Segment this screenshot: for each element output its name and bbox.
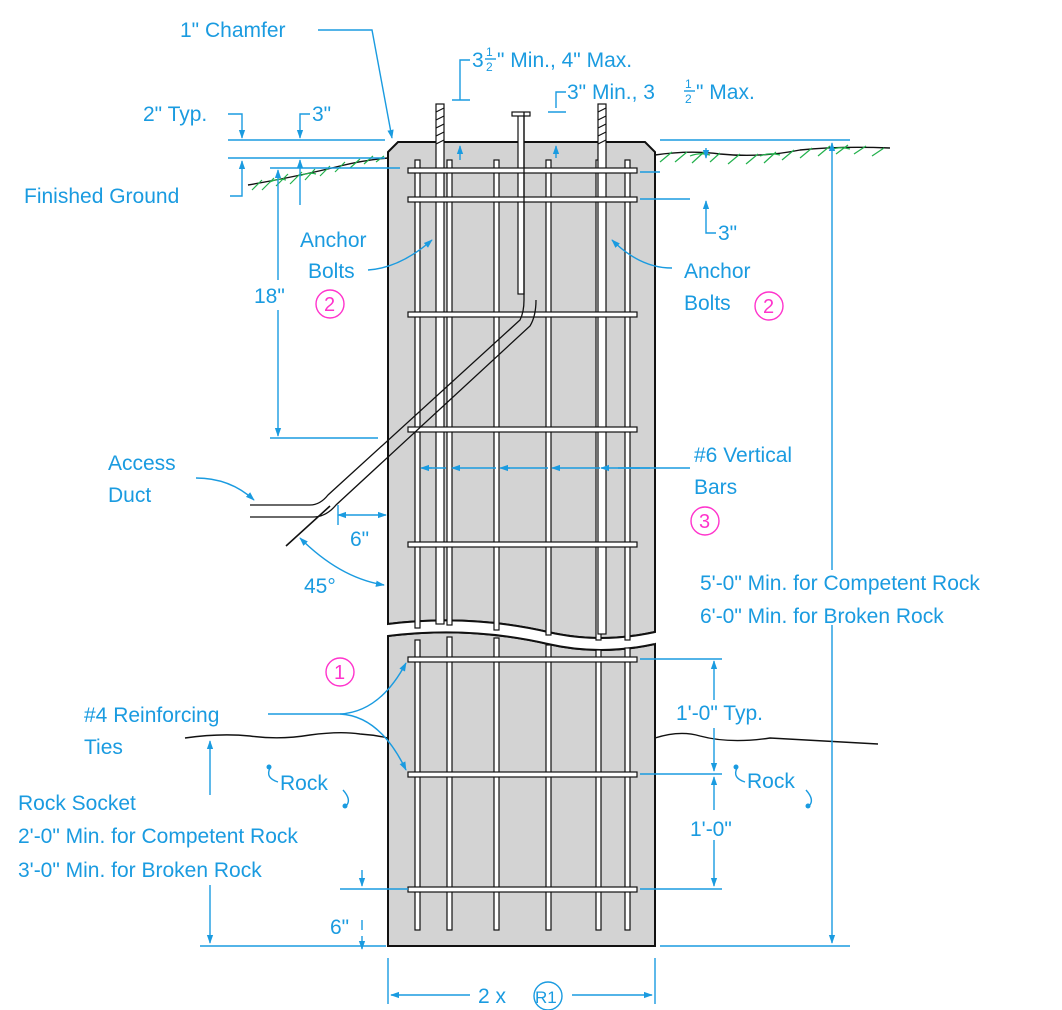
access-duct-line2: Duct (108, 484, 151, 507)
anchor-bolts-right-callout: 2 (763, 296, 774, 318)
vertical-bars-line2: Bars (694, 476, 737, 499)
callout-circles (315, 289, 784, 1010)
ties-callout: 1 (334, 662, 345, 684)
access-duct-line1: Access (108, 452, 176, 475)
width-callout: R1 (535, 988, 557, 1007)
rock-line (184, 732, 879, 745)
bolt-projection-a-frac-num: 1 (486, 45, 493, 59)
three-top-label: 3" (312, 103, 331, 126)
width-label: 2 x (478, 985, 507, 1008)
rock-dots (266, 764, 811, 809)
one-foot-label: 1'-0" (690, 818, 732, 841)
bolt-projection-b-lead: 3" Min., 3 (567, 81, 655, 104)
bolt-projection-a-whole: 3 (472, 49, 484, 72)
eighteen-inch-label: 18" (254, 285, 285, 308)
embedment-competent-label: 5'-0" Min. for Competent Rock (700, 572, 980, 595)
bolt-projection-b-frac-den: 2 (685, 92, 692, 106)
anchor-bolts-left-line2: Bolts (308, 260, 355, 283)
rock-socket-line1: Rock Socket (18, 792, 136, 815)
chamfer-label: 1" Chamfer (180, 19, 286, 42)
anchor-bolts-right-line2: Bolts (684, 292, 731, 315)
dimension-lines (195, 29, 850, 1004)
vertical-bars-line1: #6 Vertical (694, 444, 792, 467)
one-foot-typ-label: 1'-0" Typ. (676, 702, 763, 725)
bolt-projection-b-rest: " Max. (696, 81, 755, 104)
rock-socket-line2: 2'-0" Min. for Competent Rock (18, 825, 298, 848)
vertical-bars-callout: 3 (699, 511, 710, 533)
rock-right-label: Rock (747, 770, 795, 793)
bolt-projection-a-rest: " Min., 4" Max. (497, 49, 632, 72)
embedment-broken-label: 6'-0" Min. for Broken Rock (700, 605, 944, 628)
ties-line1: #4 Reinforcing (84, 704, 219, 727)
anchor-bolts-right-line1: Anchor (684, 260, 751, 283)
anchor-bolts-left-callout: 2 (324, 294, 335, 316)
rock-socket-line3: 3'-0" Min. for Broken Rock (18, 859, 262, 882)
rock-left-label: Rock (280, 772, 328, 795)
forty-five-degree-label: 45° (304, 575, 336, 598)
bolt-projection-a-frac-den: 2 (486, 60, 493, 74)
two-typ-label: 2" Typ. (143, 103, 207, 126)
bolt-projection-b-frac-num: 1 (685, 77, 692, 91)
access-duct (250, 112, 537, 547)
six-inch-duct-label: 6" (350, 528, 369, 551)
six-inch-bottom-label: 6" (330, 916, 349, 939)
anchor-bolts-left-line1: Anchor (300, 229, 367, 252)
ties-line2: Ties (84, 736, 123, 759)
finished-ground-label: Finished Ground (24, 185, 179, 208)
three-right-label: 3" (718, 222, 737, 245)
